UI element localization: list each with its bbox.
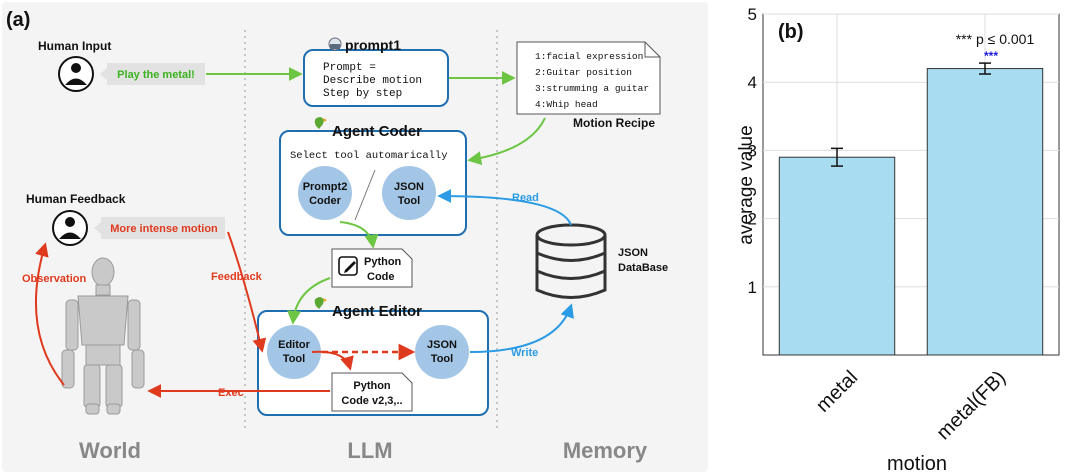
prompt2-coder-node	[298, 166, 352, 220]
arrow-write	[469, 303, 574, 353]
humanoid-robot-icon	[61, 257, 145, 415]
arrow-exec-label: Exec	[218, 387, 244, 399]
arrow-observation-label: Observation	[22, 273, 86, 285]
prompt2-coder-label: Coder	[309, 195, 342, 207]
y-axis-label: average value	[736, 125, 757, 244]
json-tool-label: JSON	[427, 339, 457, 351]
panel-a-label: (a)	[6, 9, 30, 31]
arrow-editor-to-code	[311, 350, 354, 371]
json-tool-label: JSON	[394, 181, 424, 193]
arrow-coder-to-python	[339, 221, 379, 249]
arrow-python-to-editor	[287, 277, 331, 325]
motion-recipe-document	[516, 41, 661, 115]
human-input-title: Human Input	[38, 39, 111, 53]
python-code-versions-label: Python	[353, 380, 391, 392]
json-tool-node-editor	[415, 325, 469, 379]
prompt1-box	[303, 49, 449, 107]
human-input-person-icon	[58, 56, 94, 92]
python-code-label: Python	[364, 256, 402, 268]
motion-recipe-caption: Motion Recipe	[573, 116, 655, 130]
y-tick-label: 5	[748, 5, 757, 24]
motion-recipe-line: 4:Whip head	[535, 99, 598, 110]
arrow-observation	[34, 242, 65, 386]
section-memory: Memory	[563, 438, 648, 463]
prompt1-title: prompt1	[345, 37, 401, 53]
editor-tool-label: Tool	[283, 353, 305, 365]
panel-a: (a) World LLM Memory Human Input Play th…	[2, 2, 708, 472]
panel-b-label: (b)	[778, 21, 804, 43]
human-input-bubble	[100, 63, 205, 85]
y-tick-label: 4	[748, 73, 757, 92]
coder-tool-separator	[354, 169, 376, 221]
json-tool-node-coder	[382, 166, 436, 220]
motion-recipe-line: 3:strumming a guitar	[535, 83, 649, 94]
motion-recipe-line: 1:facial expression	[535, 51, 643, 62]
editor-tool-node	[267, 325, 321, 379]
editor-tool-label: Editor	[278, 339, 310, 351]
agent-coder-title: Agent Coder	[332, 123, 422, 140]
json-tool-label: Tool	[398, 195, 420, 207]
agent-editor-title: Agent Editor	[332, 303, 422, 320]
y-tick-label: 2	[748, 210, 757, 229]
y-tick-label: 3	[748, 141, 757, 160]
bar	[926, 68, 1044, 356]
prompt2-coder-label: Prompt2	[303, 181, 348, 193]
human-feedback-title: Human Feedback	[26, 192, 126, 206]
prompt1-line: Prompt =	[323, 62, 376, 74]
pencil-edit-icon	[338, 256, 358, 276]
database-label: JSON	[618, 247, 648, 259]
database-icon	[535, 223, 607, 299]
chart-y-ticks: 1 2 3 4 5	[748, 5, 757, 297]
arrow-recipe-to-coder	[467, 117, 546, 166]
motion-recipe-line: 2:Guitar position	[535, 67, 632, 78]
significance-stars: ***	[984, 49, 998, 63]
human-feedback-bubble	[94, 217, 225, 239]
x-axis-label: motion	[887, 453, 947, 474]
panel-b: 1 2 3 4 5 metal metal(FB) (b) *** p ≤ 0.001 *…	[736, 5, 1060, 474]
python-code-label: Code	[367, 271, 395, 283]
panel-a-background	[2, 2, 708, 472]
human-input-text: Play the metal!	[117, 69, 195, 81]
chart-x-ticks: metal metal(FB)	[812, 367, 1010, 445]
parrot-icon	[314, 117, 327, 129]
significance-annotation: *** p ≤ 0.001	[956, 31, 1035, 47]
python-code-versions-label: Code v2,3,..	[341, 395, 402, 407]
database-label: DataBase	[618, 262, 668, 274]
bar	[778, 156, 896, 356]
python-code-versions-document	[331, 372, 413, 412]
arrow-feedback	[227, 231, 267, 353]
y-tick-label: 1	[748, 278, 757, 297]
arrow-feedback-label: Feedback	[211, 271, 263, 283]
arrow-write-label: Write	[511, 347, 538, 359]
arrow-read-label: Read	[512, 192, 539, 204]
json-tool-label: Tool	[431, 353, 453, 365]
human-feedback-text: More intense motion	[110, 223, 218, 235]
prompt1-line: Step by step	[323, 88, 402, 100]
x-tick-label: metal(FB)	[933, 367, 1011, 445]
parrot-icon	[314, 297, 327, 309]
human-feedback-person-icon	[52, 210, 88, 246]
chart-bars	[778, 62, 1044, 356]
arrow-read	[437, 189, 572, 226]
section-world: World	[79, 438, 141, 463]
section-llm: LLM	[347, 438, 392, 463]
prompt1-line: Describe motion	[323, 75, 422, 87]
x-tick-label: metal	[812, 367, 862, 417]
robot-head-icon	[328, 37, 342, 51]
agent-coder-subtitle: Select tool automarically	[290, 150, 448, 162]
